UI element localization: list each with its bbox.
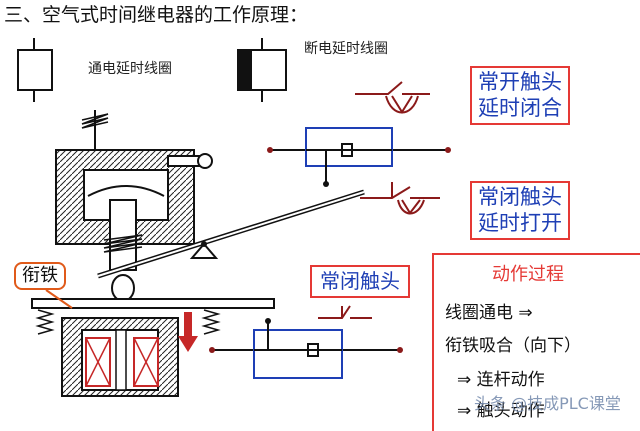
on-delay-coil-label: 通电延时线圈 [88,61,172,77]
on-delay-coil-symbol [17,38,53,102]
nc-delay-open-line2: 延时打开 [478,211,562,236]
motion-arrow [178,312,198,352]
off-delay-coil-label: 断电延时线圈 [304,41,388,57]
armature-pointer [45,289,73,309]
electromagnet-core [61,317,179,397]
process-step-1: 线圈通电 ⇒ [445,303,533,323]
process-title: 动作过程 [492,264,564,285]
no-delay-close-label: 常开触头 延时闭合 [470,66,570,125]
no-delay-close-line1: 常开触头 [478,70,562,94]
process-step-3: ⇒ 连杆动作 [457,370,545,390]
process-step-2: 衔铁吸合（向下） [445,336,581,356]
process-panel [432,253,640,431]
no-delay-close-symbol [355,81,430,114]
armature-label: 衔铁 [14,262,66,290]
watermark: 头条 @技成PLC课堂 [474,394,621,413]
air-chamber [55,110,213,302]
upper-micro-switch [267,127,451,187]
nc-instant-label: 常闭触头 [310,265,410,298]
armature-plate [31,298,275,335]
no-delay-close-line2: 延时闭合 [478,96,562,121]
page-title: 三、空气式时间继电器的工作原理： [4,4,309,26]
lever-linkage [97,189,365,279]
nc-delay-open-symbol [360,182,440,215]
nc-delay-open-label: 常闭触头 延时打开 [470,181,570,240]
nc-instant-symbol [318,305,372,319]
lower-micro-switch [209,318,403,379]
process-step-4: ⇒ 触头动作 [457,401,545,421]
off-delay-coil-symbol [237,38,287,102]
nc-delay-open-line1: 常闭触头 [478,185,562,209]
